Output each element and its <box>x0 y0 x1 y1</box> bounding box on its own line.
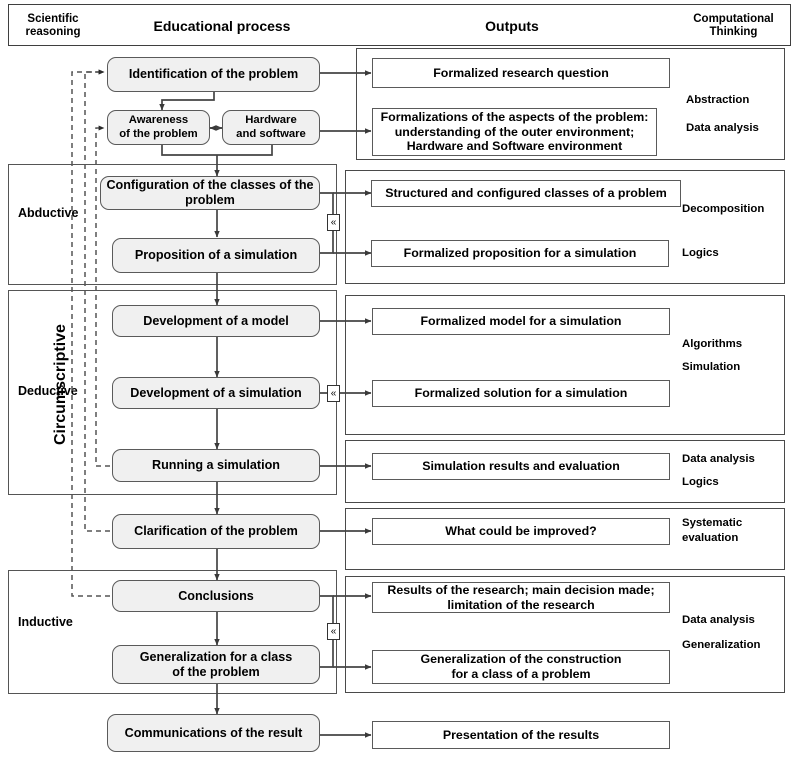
process-running-a-simulation[interactable]: Running a simulation <box>112 449 320 482</box>
ct-label-logics-1: Logics <box>682 247 719 259</box>
ct-label-abstraction: Abstraction <box>686 94 750 106</box>
output-what-could-be-improved[interactable]: What could be improved? <box>372 518 670 545</box>
ct-label-simulation: Simulation <box>682 361 741 373</box>
ct-label-logics-2: Logics <box>682 476 719 488</box>
process-configuration-of-the-classes[interactable]: Configuration of the classes of the prob… <box>100 176 320 210</box>
circumscriptive-label: Circumscriptive <box>52 324 69 445</box>
process-clarification-of-the-problem[interactable]: Clarification of the problem <box>112 514 320 549</box>
output-formalizations-of-the-aspects[interactable]: Formalizations of the aspects of the pro… <box>372 108 657 156</box>
header-outputs: Outputs <box>485 18 539 34</box>
output-formalized-research-question[interactable]: Formalized research question <box>372 58 670 88</box>
process-conclusions[interactable]: Conclusions <box>112 580 320 612</box>
header-educational-process: Educational process <box>153 18 291 34</box>
output-simulation-results[interactable]: Simulation results and evaluation <box>372 453 670 480</box>
ct-label-decomposition: Decomposition <box>682 203 765 215</box>
output-formalized-solution[interactable]: Formalized solution for a simulation <box>372 380 670 407</box>
output-structured-and-configured-classes[interactable]: Structured and configured classes of a p… <box>371 180 681 207</box>
chevron-left-icon: « <box>330 625 337 637</box>
collapse-marker-deductive[interactable]: « <box>327 385 340 402</box>
process-proposition-of-a-simulation[interactable]: Proposition of a simulation <box>112 238 320 273</box>
process-communications-of-the-result[interactable]: Communications of the result <box>107 714 320 752</box>
process-development-of-a-model[interactable]: Development of a model <box>112 305 320 337</box>
output-presentation-of-the-results[interactable]: Presentation of the results <box>372 721 670 749</box>
output-formalized-proposition[interactable]: Formalized proposition for a simulation <box>371 240 669 267</box>
collapse-marker-inductive[interactable]: « <box>327 623 340 640</box>
chevron-left-icon: « <box>330 216 337 228</box>
ct-label-data-analysis-1: Data analysis <box>686 122 759 134</box>
process-development-of-a-simulation[interactable]: Development of a simulation <box>112 377 320 409</box>
process-identification-of-the-problem[interactable]: Identification of the problem <box>107 57 320 92</box>
chevron-left-icon: « <box>330 387 337 399</box>
ct-label-algorithms: Algorithms <box>682 338 743 350</box>
ct-label-data-analysis-3: Data analysis <box>682 614 755 626</box>
ct-label-generalization-ct: Generalization <box>682 639 761 651</box>
section-label-inductive: Inductive <box>18 615 73 629</box>
section-label-deductive: Deductive <box>18 384 78 398</box>
ct-label-data-analysis-2: Data analysis <box>682 453 755 465</box>
output-results-of-the-research[interactable]: Results of the research; main decision m… <box>372 582 670 613</box>
section-label-abductive: Abductive <box>18 206 79 220</box>
collapse-marker-abductive[interactable]: « <box>327 214 340 231</box>
output-formalized-model[interactable]: Formalized model for a simulation <box>372 308 670 335</box>
